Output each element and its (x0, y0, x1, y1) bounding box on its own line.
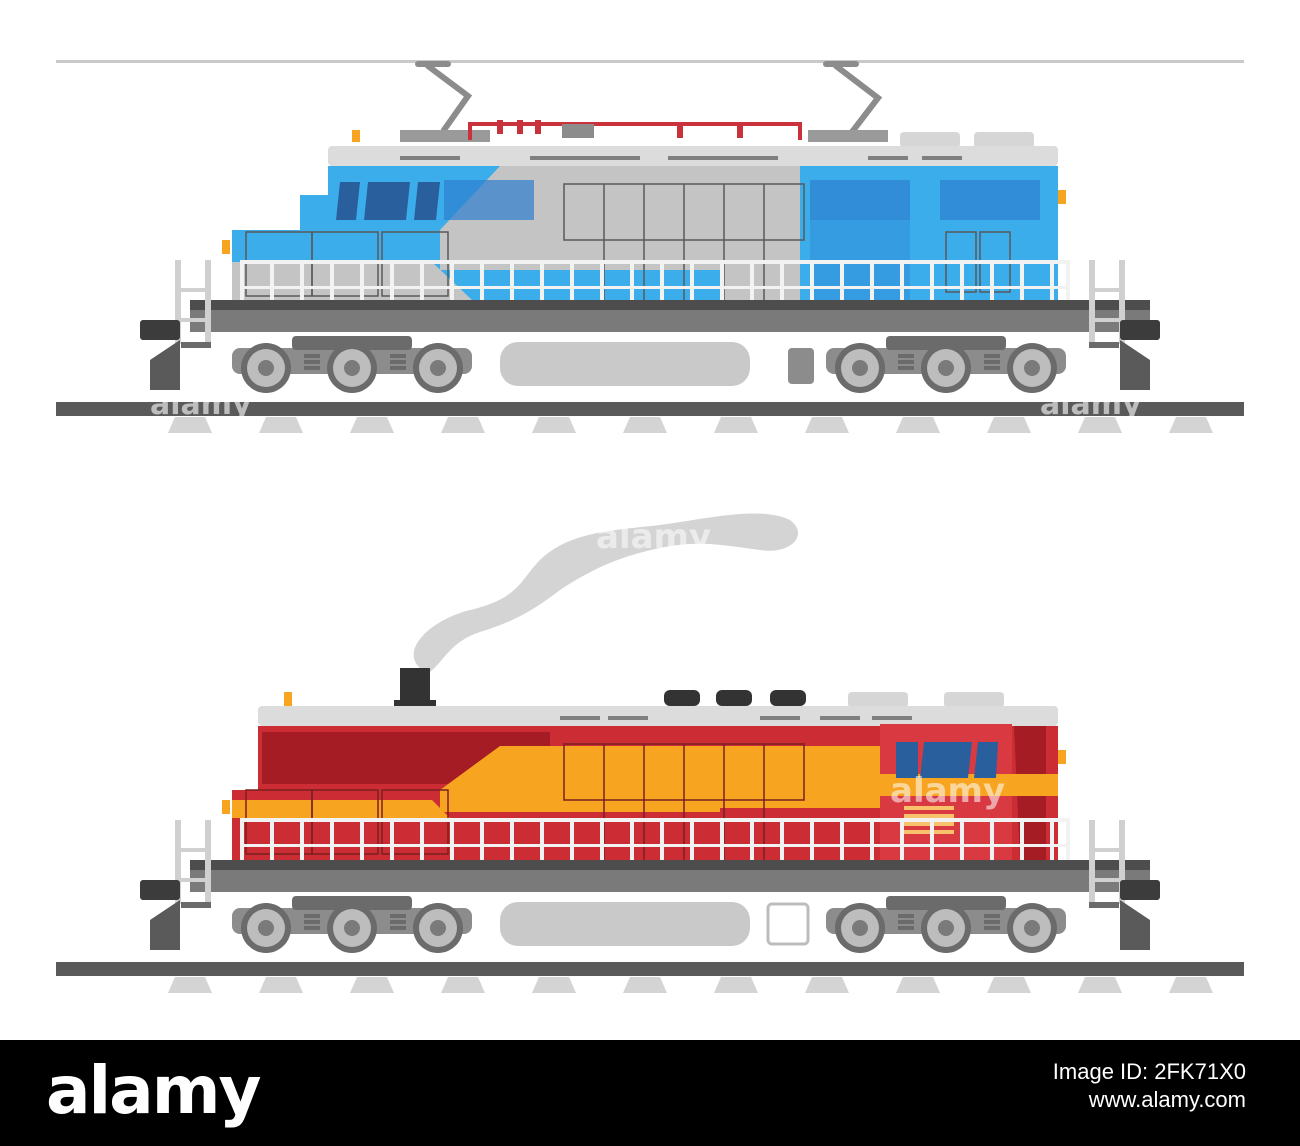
rail-bottom (56, 962, 1244, 976)
watermark-label: alamy (1040, 387, 1142, 422)
exhaust-stack (400, 668, 430, 704)
locomotives-illustration: alamy alamy (56, 60, 1244, 993)
stock-footer: alamy Image ID: 2FK71X0 www.alamy.com (0, 1040, 1300, 1146)
site-url-link[interactable]: www.alamy.com (1088, 1087, 1246, 1112)
brand-logo: alamy (46, 1052, 261, 1129)
cab-windows (336, 182, 440, 220)
rail-top (56, 402, 1244, 416)
diesel-locomotive: alamy alamy (56, 513, 1244, 993)
cab-windows (896, 742, 998, 778)
watermark-label: alamy (890, 771, 1005, 811)
image-meta: Image ID: 2FK71X0 www.alamy.com (1053, 1058, 1246, 1114)
watermark-label: alamy (596, 517, 711, 557)
smoke-plume (413, 513, 799, 672)
pantograph-right (823, 61, 883, 135)
pantograph-left (415, 61, 473, 133)
catenary-wire (56, 60, 1244, 63)
watermark-label: alamy (150, 387, 252, 422)
electric-locomotive: alamy alamy (56, 60, 1244, 433)
image-id-label: Image ID: 2FK71X0 (1052, 1059, 1246, 1084)
roof-equipment (352, 120, 1034, 148)
